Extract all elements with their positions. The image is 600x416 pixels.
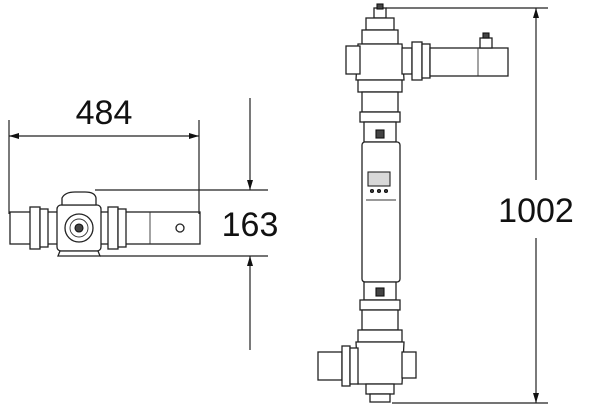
top-view-union-left-b xyxy=(39,208,49,248)
height-dimension: 163 xyxy=(95,98,278,350)
top-view-port-core xyxy=(74,223,84,233)
top-housing xyxy=(355,43,405,81)
top-coupling-b xyxy=(361,91,399,113)
top-union-b xyxy=(421,43,431,79)
top-fitting-cap xyxy=(365,17,395,31)
top-view-union-left-a xyxy=(29,206,41,250)
bottom-housing xyxy=(355,341,405,385)
top-view-foot xyxy=(57,250,101,257)
bottom-clamp-screw xyxy=(375,287,385,297)
bottom-inlet-pipe xyxy=(317,351,343,381)
top-inlet-left xyxy=(345,45,361,75)
height-label: 163 xyxy=(222,206,279,244)
top-view-union-right-a xyxy=(107,206,119,250)
top-view-cap xyxy=(61,191,97,206)
uv-led-1 xyxy=(369,188,375,194)
top-clamp-screw xyxy=(375,129,385,139)
length-label: 1002 xyxy=(498,192,574,230)
bottom-outlet-stub xyxy=(401,351,417,379)
top-view-hole xyxy=(175,223,185,233)
side-pipe-valve xyxy=(479,37,493,49)
top-outlet-stub xyxy=(401,47,413,75)
top-view-port-inner xyxy=(69,218,89,238)
uv-display xyxy=(367,171,391,187)
uv-led-3 xyxy=(383,188,389,194)
bottom-coupling-a xyxy=(359,299,401,311)
top-fitting-collar xyxy=(361,29,399,45)
side-pipe-valve-tip xyxy=(482,32,490,39)
bottom-base-a xyxy=(365,383,395,395)
bottom-union-a xyxy=(341,345,351,387)
top-view xyxy=(9,191,201,257)
width-label: 484 xyxy=(76,94,133,132)
bottom-coupling-b xyxy=(361,309,399,331)
width-dimension: 484 xyxy=(8,94,200,214)
top-coupling-c xyxy=(359,111,401,123)
top-coupling-a xyxy=(357,79,403,93)
top-union-a xyxy=(411,41,423,81)
bottom-union-b xyxy=(349,347,359,385)
bottom-coupling-c xyxy=(357,329,403,343)
length-dimension: 1002 xyxy=(386,7,574,404)
top-knob-tip xyxy=(376,3,384,10)
top-view-union-right-b xyxy=(117,208,127,248)
top-side-pipe xyxy=(429,47,509,77)
uv-chamber xyxy=(361,141,401,283)
side-view xyxy=(317,3,509,403)
uv-led-2 xyxy=(376,188,382,194)
bottom-base-b xyxy=(369,393,391,403)
